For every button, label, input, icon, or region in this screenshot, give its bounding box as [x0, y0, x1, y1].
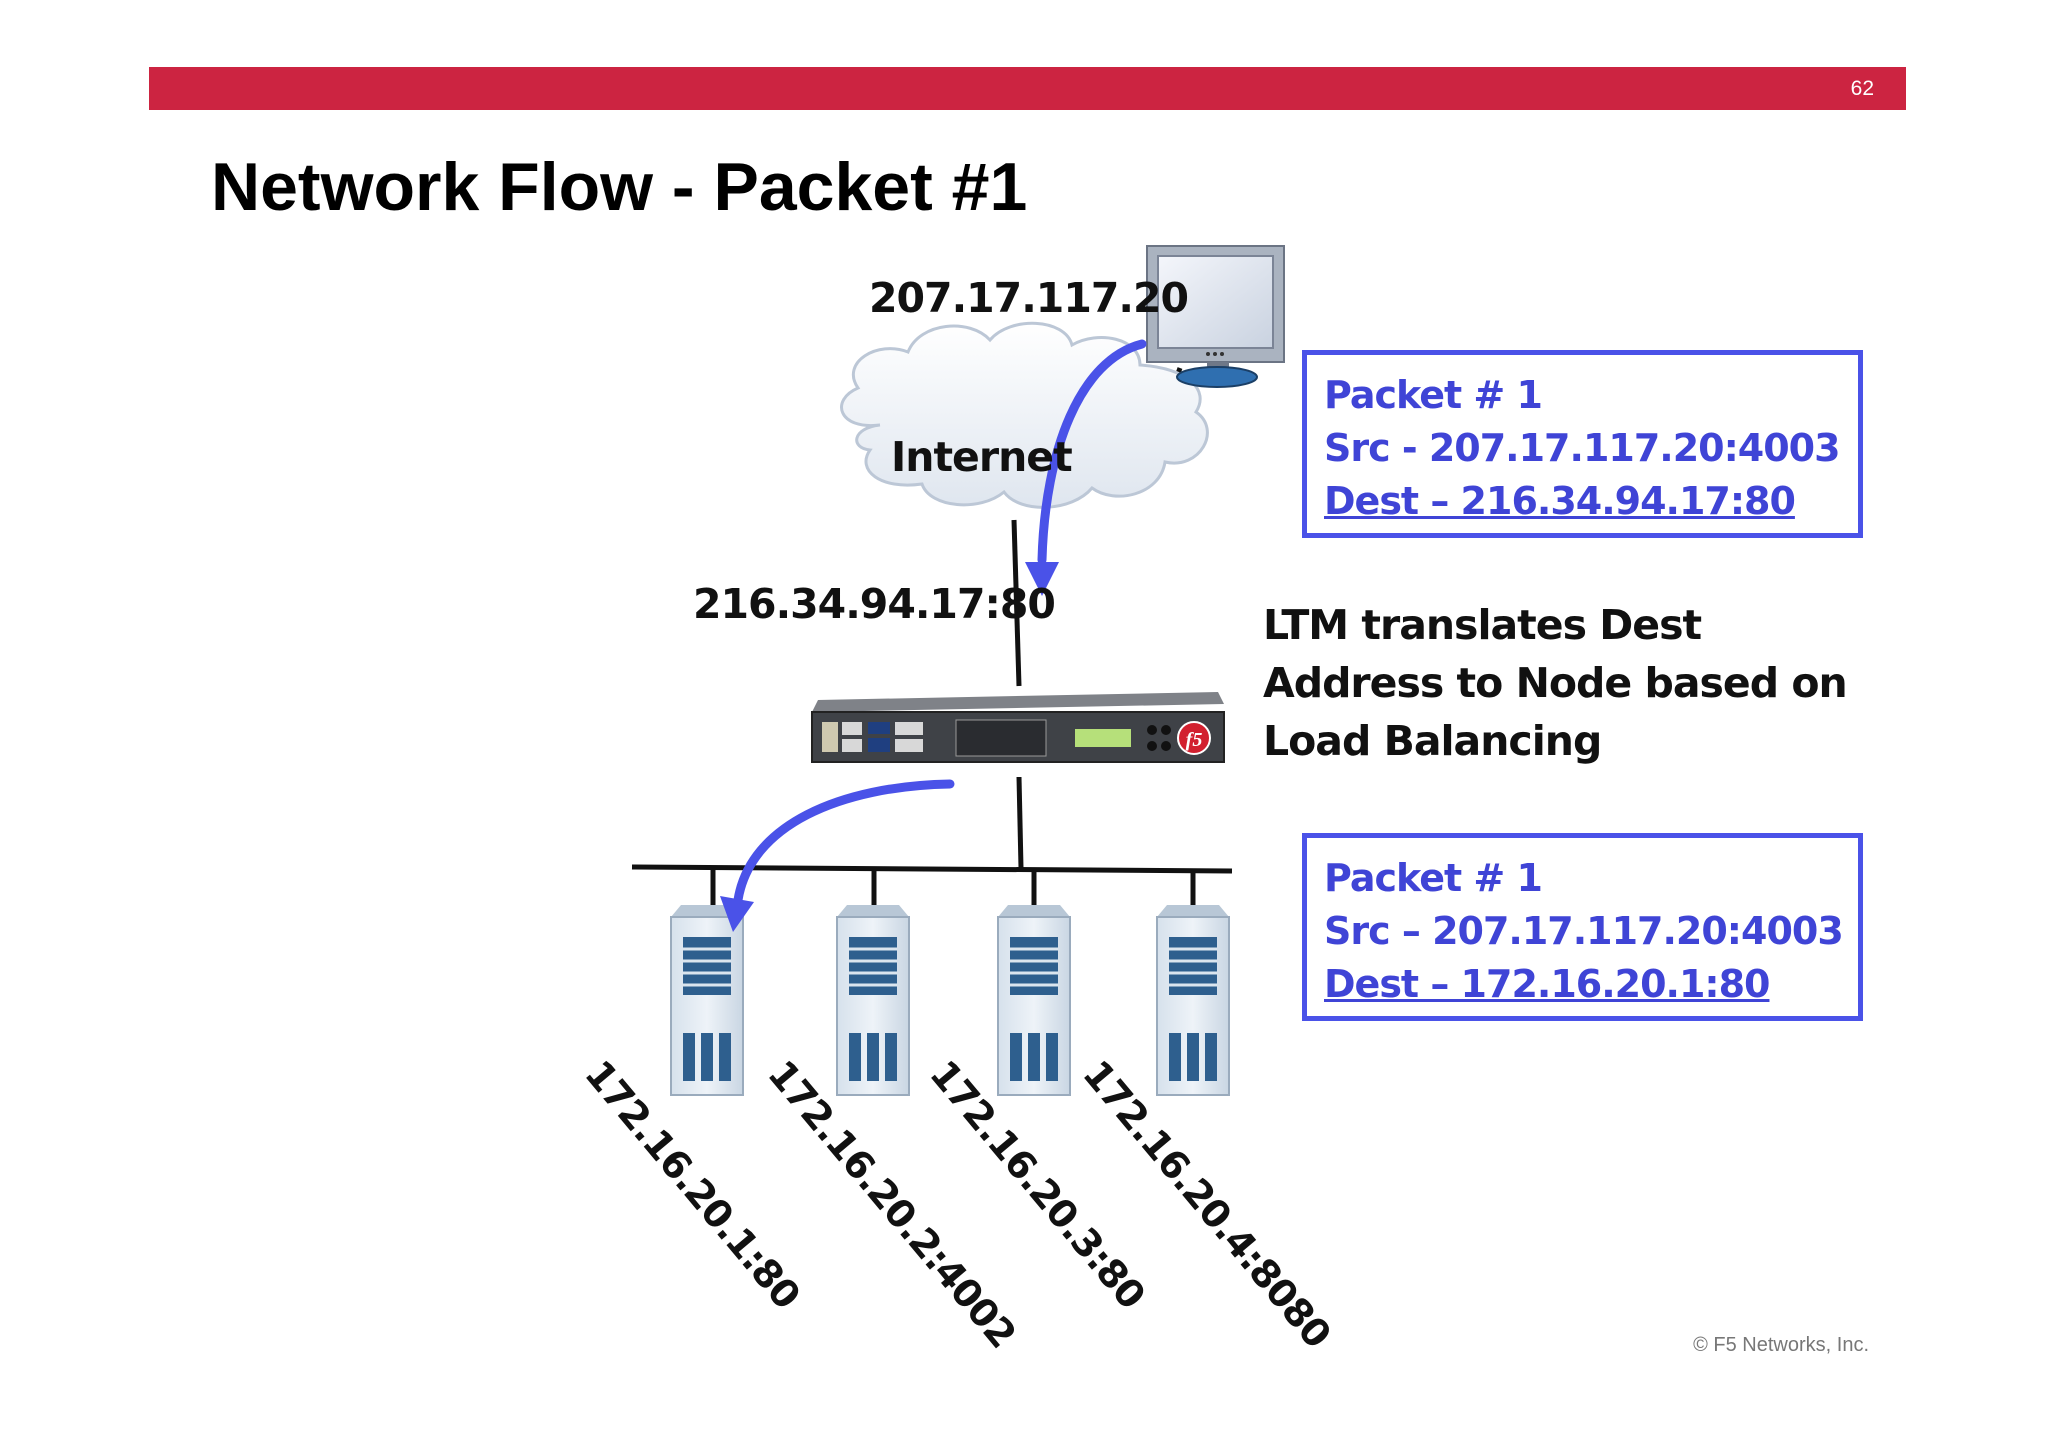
translation-note: LTM translates Dest Address to Node base… — [1263, 596, 1848, 770]
client-ip-label: 207.17.117.20 — [869, 274, 1189, 322]
slide-title: Network Flow - Packet #1 — [211, 149, 1028, 225]
packet-source: Src – 207.17.117.20:4003 — [1324, 909, 1844, 953]
monitor-icon — [1146, 245, 1285, 388]
cloud-icon — [840, 321, 1209, 509]
server-tower-icon — [670, 905, 1230, 1096]
packet-title: Packet # 1 — [1324, 856, 1543, 900]
inbound-arrow — [1037, 339, 1147, 565]
copyright: © F5 Networks, Inc. — [1693, 1334, 1869, 1356]
packet-box-after: Packet # 1 Src – 207.17.117.20:4003 Dest… — [1302, 833, 1863, 1021]
packet-destination: Dest – 172.16.20.1:80 — [1324, 962, 1770, 1006]
note-line-1: LTM translates Dest — [1263, 601, 1702, 649]
packet-title: Packet # 1 — [1324, 373, 1543, 417]
page-number: 62 — [1850, 77, 1874, 100]
packet-box-before: Packet # 1 Src - 207.17.117.20:4003 Dest… — [1302, 350, 1863, 538]
f5-ltm-appliance-icon: f5 — [811, 692, 1225, 763]
network-links — [631, 367, 1233, 905]
ltm-switch-link — [1016, 776, 1024, 869]
note-line-2: Address to Node based on — [1263, 659, 1848, 707]
packet-destination: Dest – 216.34.94.17:80 — [1324, 479, 1796, 523]
svg-text:f5: f5 — [1186, 729, 1203, 751]
note-line-3: Load Balancing — [1263, 717, 1602, 765]
internet-ltm-link — [1011, 519, 1022, 687]
server-bus — [631, 864, 1233, 874]
packet-source: Src - 207.17.117.20:4003 — [1324, 426, 1841, 470]
header-banner: 62 — [149, 67, 1906, 110]
flow-arrows — [720, 339, 1147, 932]
translated-arrow — [733, 779, 955, 905]
vip-label: 216.34.94.17:80 — [693, 580, 1056, 628]
cloud-label: Internet — [891, 433, 1073, 481]
